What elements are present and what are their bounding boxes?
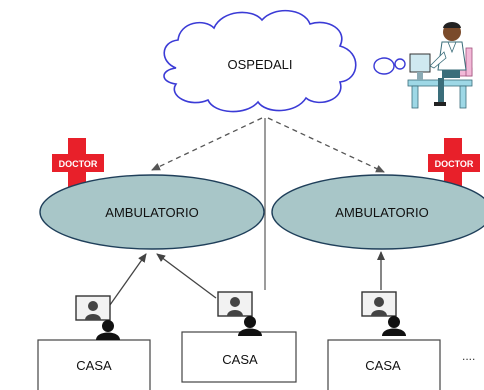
videocall-user-icon (217, 291, 262, 336)
home-label: CASA (365, 358, 401, 373)
cloud-shape (163, 9, 357, 113)
clinic-node-left: AMBULATORIO (39, 174, 265, 250)
videocall-user-icon (361, 291, 406, 336)
more-homes-indicator: .... (462, 349, 475, 363)
doctor-cross-icon (428, 138, 480, 190)
doctor-at-computer-icon (407, 22, 473, 109)
doctor-cross-icon (52, 138, 104, 190)
hospital-cloud: OSPEDALI (163, 9, 406, 113)
hospital-to-clinic-right-connector (267, 117, 385, 173)
clinic-node-right: AMBULATORIO (271, 174, 484, 250)
thought-bubble-small (394, 58, 406, 70)
home-center-to-clinic-connector (156, 253, 217, 299)
home-node-left: CASA (37, 339, 151, 390)
videocall-user-icon-right (361, 291, 406, 336)
doctor-badge-right: DOCTOR (428, 138, 480, 190)
videocall-user-icon-left (75, 295, 120, 340)
home-node-right: CASA (327, 339, 441, 390)
videocall-user-icon (75, 295, 120, 340)
clinic-label: AMBULATORIO (105, 205, 198, 220)
clinic-label: AMBULATORIO (335, 205, 428, 220)
hospital-label: OSPEDALI (227, 57, 292, 72)
doctor-badge-label: DOCTOR (435, 159, 474, 169)
connectors (104, 117, 385, 313)
home-label: CASA (222, 352, 258, 367)
home-node-center: CASA (181, 331, 297, 383)
hospital-to-clinic-left-connector (151, 117, 263, 171)
doctor-badge-label: DOCTOR (59, 159, 98, 169)
doctor-badge-left: DOCTOR (52, 138, 104, 190)
thought-bubble-large (373, 57, 395, 75)
home-label: CASA (76, 358, 112, 373)
videocall-user-icon-center (217, 291, 262, 336)
home-left-to-clinic-connector (104, 253, 147, 313)
